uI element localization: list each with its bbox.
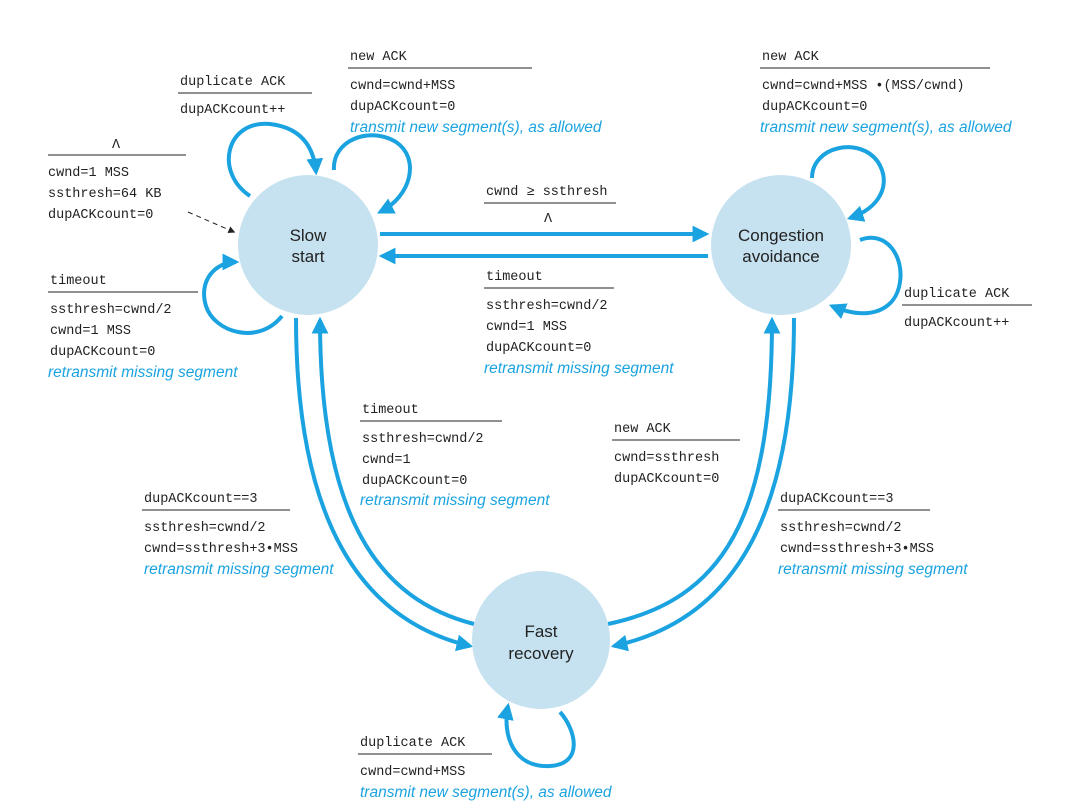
action-line: ssthresh=cwnd/2 xyxy=(486,299,608,314)
state-congestion-avoidance: Congestion avoidance xyxy=(711,175,851,315)
action-line: ssthresh=cwnd/2 xyxy=(780,521,902,536)
action-line: dupACKcount=0 xyxy=(350,100,455,115)
label-fr-timeout: timeout ssthresh=cwnd/2 cwnd=1 dupACKcou… xyxy=(360,403,550,509)
loop-fastrecovery-duplicate-ack xyxy=(497,702,576,769)
label-fr-duplicate-ack: duplicate ACK cwnd=cwnd+MSS transmit new… xyxy=(358,736,613,801)
action-line: cwnd=1 MSS xyxy=(50,324,131,339)
transition-arrows xyxy=(202,121,903,769)
action-text: transmit new segment(s), as allowed xyxy=(760,119,1013,136)
action-text: retransmit missing segment xyxy=(144,561,334,578)
action-line: dupACKcount=0 xyxy=(50,345,155,360)
action-line: dupACKcount=0 xyxy=(486,341,591,356)
label-ca-new-ack: new ACK cwnd=cwnd+MSS •(MSS/cwnd) dupACK… xyxy=(760,50,1013,136)
event-label: dupACKcount==3 xyxy=(144,492,257,507)
action-line: dupACKcount=0 xyxy=(614,472,719,487)
label-fr-new-ack: new ACK cwnd=ssthresh dupACKcount=0 xyxy=(612,422,740,487)
label-ss-to-fr: dupACKcount==3 ssthresh=cwnd/2 cwnd=ssth… xyxy=(142,492,334,578)
label-ca-duplicate-ack: duplicate ACK dupACKcount++ xyxy=(902,287,1032,331)
action-line: ssthresh=cwnd/2 xyxy=(50,303,172,318)
label-ss-new-ack: new ACK cwnd=cwnd+MSS dupACKcount=0 tran… xyxy=(348,50,603,136)
action-line: cwnd=ssthresh xyxy=(614,451,719,466)
state-slow-start: Slow start xyxy=(238,175,378,315)
action-line: ssthresh=64 KB xyxy=(48,187,161,202)
event-label: duplicate ACK xyxy=(360,736,466,751)
event-label: timeout xyxy=(486,270,543,285)
loop-congestion-new-ack xyxy=(810,145,886,222)
action-line: ssthresh=cwnd/2 xyxy=(144,521,266,536)
arrow-congestion-to-fastrecovery xyxy=(610,317,796,652)
action-line: cwnd=1 xyxy=(362,453,411,468)
loop-congestion-duplicate-ack xyxy=(828,236,903,319)
action-line: cwnd=ssthresh+3•MSS xyxy=(780,542,934,557)
label-ca-timeout: timeout ssthresh=cwnd/2 cwnd=1 MSS dupAC… xyxy=(484,270,674,377)
loop-slowstart-duplicate-ack xyxy=(226,121,324,198)
label-ss-to-ca: cwnd ≥ ssthresh Λ xyxy=(484,185,616,227)
label-ca-to-fr: dupACKcount==3 ssthresh=cwnd/2 cwnd=ssth… xyxy=(778,492,968,578)
action-line: dupACKcount=0 xyxy=(762,100,867,115)
loop-slowstart-new-ack xyxy=(331,133,412,214)
action-text: retransmit missing segment xyxy=(778,561,968,578)
action-line: dupACKcount=0 xyxy=(362,474,467,489)
action-line: cwnd=cwnd+MSS •(MSS/cwnd) xyxy=(762,79,965,94)
event-label: new ACK xyxy=(350,50,408,65)
arrow-fastrecovery-to-slowstart xyxy=(311,316,475,626)
action-text: transmit new segment(s), as allowed xyxy=(360,784,613,801)
event-label: dupACKcount==3 xyxy=(780,492,893,507)
action-line: cwnd=cwnd+MSS xyxy=(350,79,455,94)
state-label: start xyxy=(291,247,324,266)
action-line: cwnd=ssthresh+3•MSS xyxy=(144,542,298,557)
event-label: cwnd ≥ ssthresh xyxy=(486,185,608,200)
action-line: cwnd=1 MSS xyxy=(48,166,129,181)
arrow-fastrecovery-to-congestion xyxy=(607,316,781,626)
action-line: cwnd=cwnd+MSS xyxy=(360,765,465,780)
event-label: duplicate ACK xyxy=(180,75,286,90)
label-ss-duplicate-ack: duplicate ACK dupACKcount++ xyxy=(178,75,312,118)
initial-transition-arrow xyxy=(187,211,236,233)
event-label: timeout xyxy=(362,403,419,418)
state-label: Congestion xyxy=(738,226,824,245)
label-ss-timeout: timeout ssthresh=cwnd/2 cwnd=1 MSS dupAC… xyxy=(48,274,238,381)
event-label: new ACK xyxy=(762,50,820,65)
action-line: dupACKcount++ xyxy=(904,316,1009,331)
loop-slowstart-timeout xyxy=(202,253,284,335)
action-text: retransmit missing segment xyxy=(484,360,674,377)
event-label: new ACK xyxy=(614,422,672,437)
action-text: transmit new segment(s), as allowed xyxy=(350,119,603,136)
action-line: dupACKcount++ xyxy=(180,103,285,118)
action-line: cwnd=1 MSS xyxy=(486,320,567,335)
state-label: recovery xyxy=(508,644,574,663)
event-label: duplicate ACK xyxy=(904,287,1010,302)
state-label: avoidance xyxy=(742,247,820,266)
action-line: dupACKcount=0 xyxy=(48,208,153,223)
action-line: ssthresh=cwnd/2 xyxy=(362,432,484,447)
state-label: Fast xyxy=(524,622,557,641)
action-text: retransmit missing segment xyxy=(360,492,550,509)
action-text: retransmit missing segment xyxy=(48,364,238,381)
state-fast-recovery: Fast recovery xyxy=(472,571,610,709)
action-line: Λ xyxy=(544,212,553,227)
event-label: Λ xyxy=(112,138,121,153)
state-label: Slow xyxy=(290,226,328,245)
label-initial: Λ cwnd=1 MSS ssthresh=64 KB dupACKcount=… xyxy=(48,138,186,223)
event-label: timeout xyxy=(50,274,107,289)
arrow-slowstart-to-fastrecovery xyxy=(294,317,474,652)
